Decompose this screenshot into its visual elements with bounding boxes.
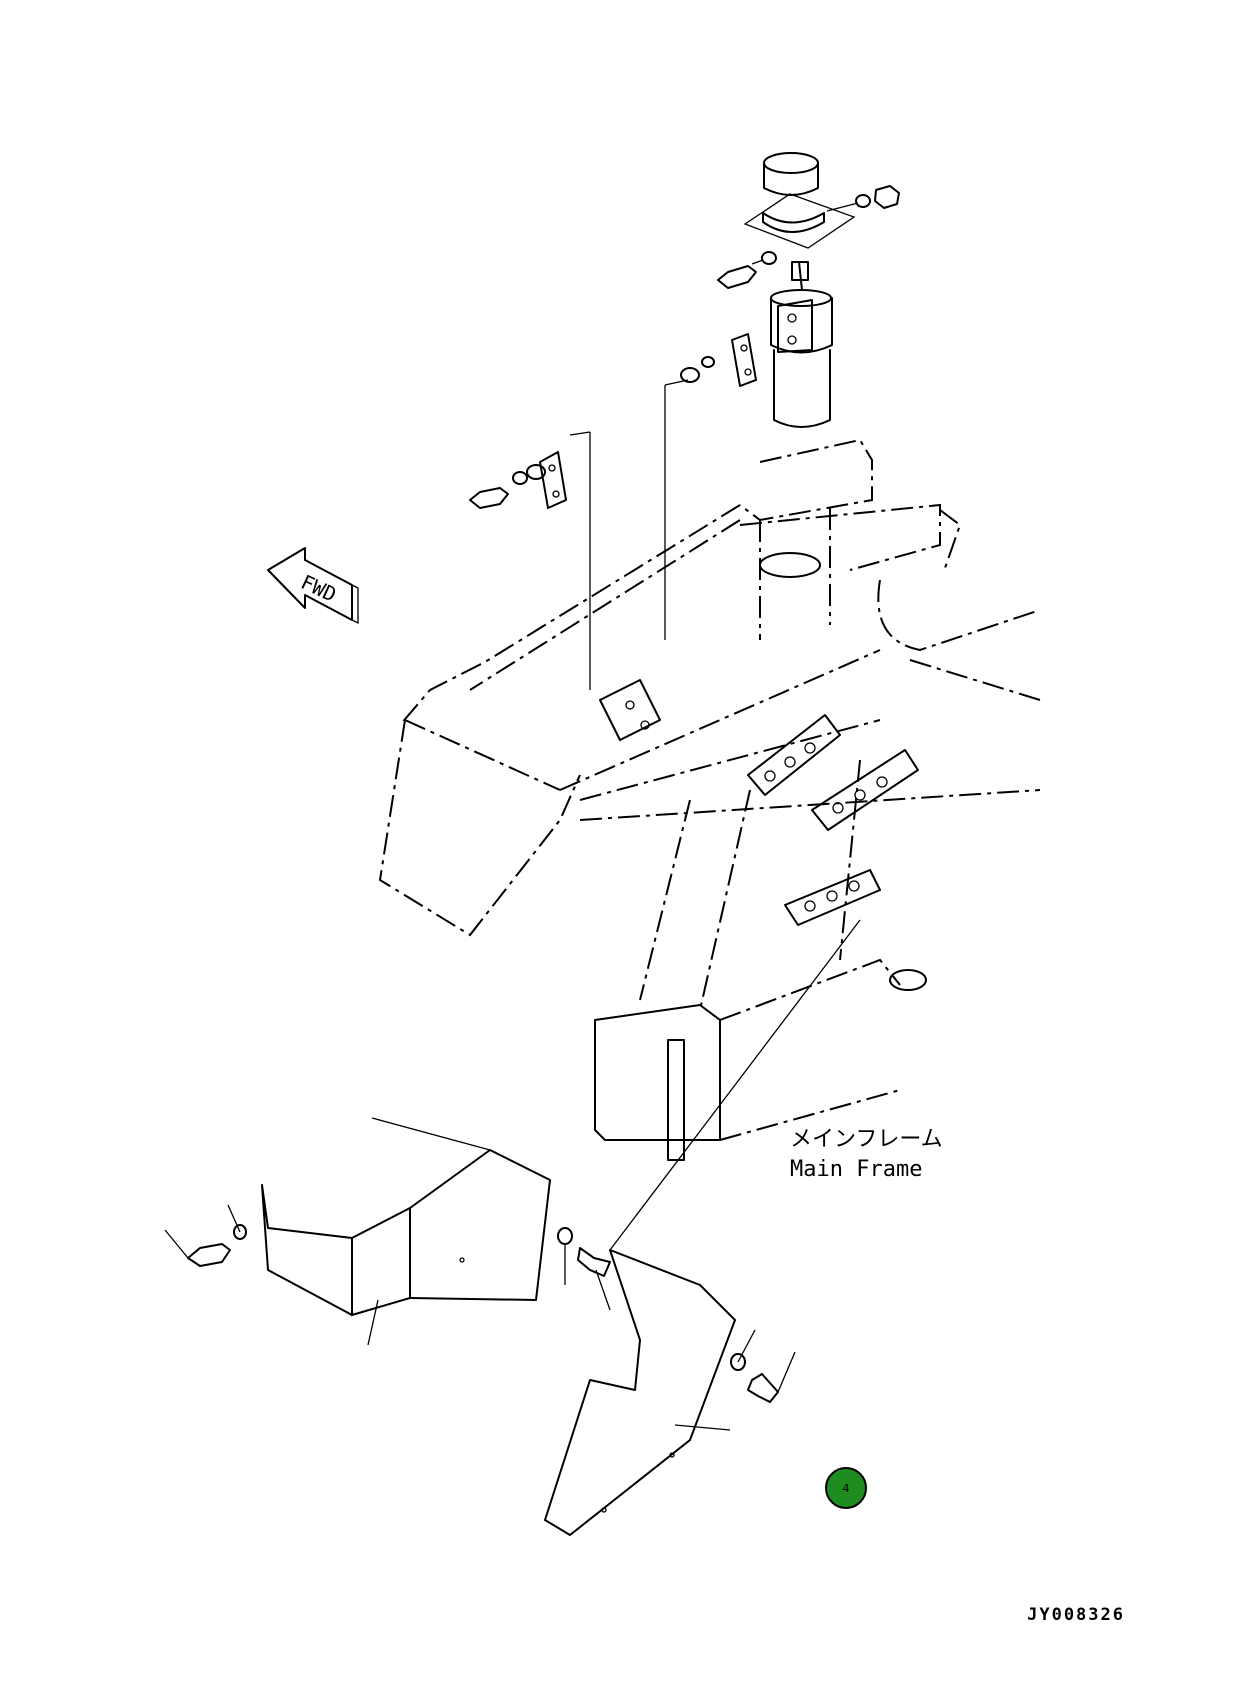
drawing-code: JY008326 (1027, 1605, 1125, 1625)
cover-plate-right (544, 919, 861, 1536)
clamp-bars (599, 679, 919, 926)
leader-lines (569, 379, 689, 690)
main-frame-label-jp: メインフレーム (790, 1127, 943, 1152)
cover-plate-left (261, 1117, 551, 1346)
fwd-arrow: FWD (267, 547, 359, 625)
filter-assembly (680, 152, 900, 428)
bracket-bolt-assembly (469, 451, 567, 509)
page-badge-number: 4 (843, 1482, 850, 1495)
plate-fasteners (164, 1204, 796, 1403)
page-badge[interactable]: 4 (825, 1467, 867, 1509)
main-frame-label-en: Main Frame (790, 1157, 922, 1182)
main-frame (378, 438, 1041, 1161)
page-badge-circle[interactable] (825, 1467, 867, 1509)
